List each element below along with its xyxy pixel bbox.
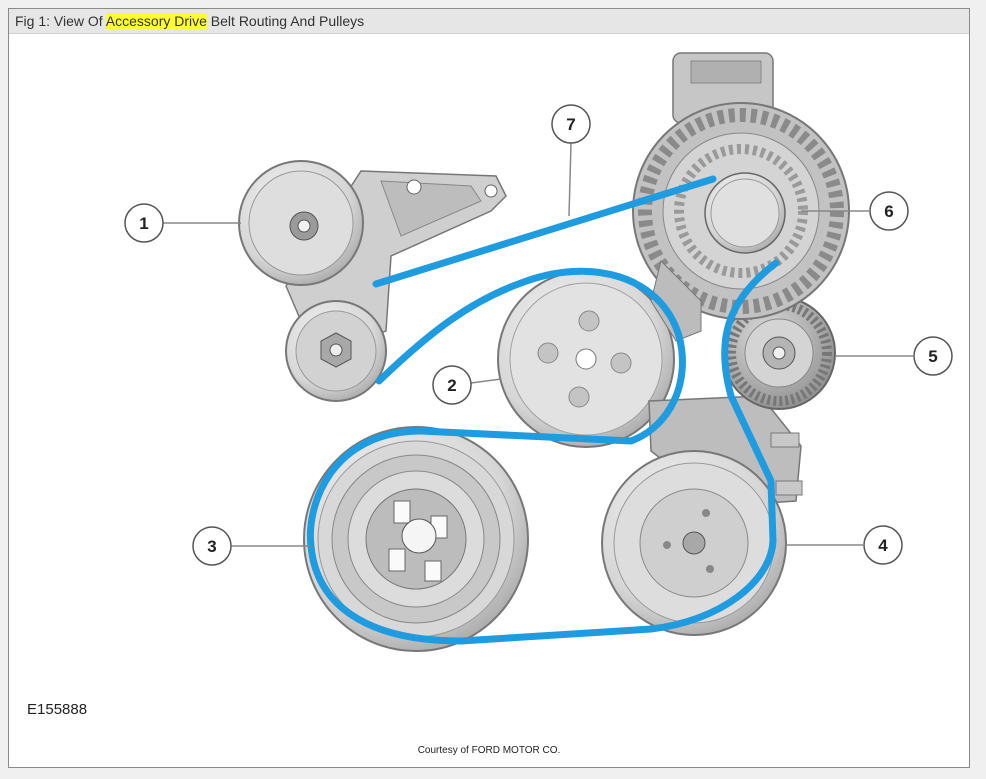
figure-caption: Fig 1: View Of Accessory Drive Belt Rout…: [9, 9, 969, 34]
svg-text:2: 2: [447, 376, 456, 395]
figure-frame: Fig 1: View Of Accessory Drive Belt Rout…: [8, 8, 970, 768]
callout-7: 7: [551, 104, 591, 144]
belt-routing-diagram: 1 2 3 4 5 6 7: [124, 52, 953, 652]
svg-text:6: 6: [884, 202, 893, 221]
callouts: 1 2 3 4 5 6 7: [124, 104, 953, 566]
caption-prefix: Fig 1: View Of: [15, 13, 106, 29]
drive-belt: [306, 175, 780, 645]
ac-compressor: [601, 395, 803, 636]
svg-text:1: 1: [139, 214, 148, 233]
crankshaft-pulley: [303, 426, 529, 652]
callout-6: 6: [869, 191, 909, 231]
drawing-code: E155888: [27, 701, 88, 718]
leader-lines: [163, 142, 913, 547]
svg-text:3: 3: [207, 537, 216, 556]
svg-text:7: 7: [566, 115, 575, 134]
caption-suffix: Belt Routing And Pulleys: [206, 13, 365, 29]
callout-3: 3: [192, 526, 232, 566]
generator: [632, 52, 850, 342]
idler-pulley: [722, 296, 836, 410]
svg-text:4: 4: [878, 536, 888, 555]
belt-tensioner: [238, 160, 507, 402]
callout-5: 5: [913, 336, 953, 376]
svg-text:5: 5: [928, 347, 937, 366]
credit-line: Courtesy of FORD MOTOR CO.: [417, 745, 561, 756]
callout-2: 2: [432, 365, 472, 405]
callout-1: 1: [124, 203, 164, 243]
caption-highlight: Accessory Drive: [105, 13, 207, 29]
callout-4: 4: [863, 525, 903, 565]
water-pump-pulley: [497, 270, 675, 448]
